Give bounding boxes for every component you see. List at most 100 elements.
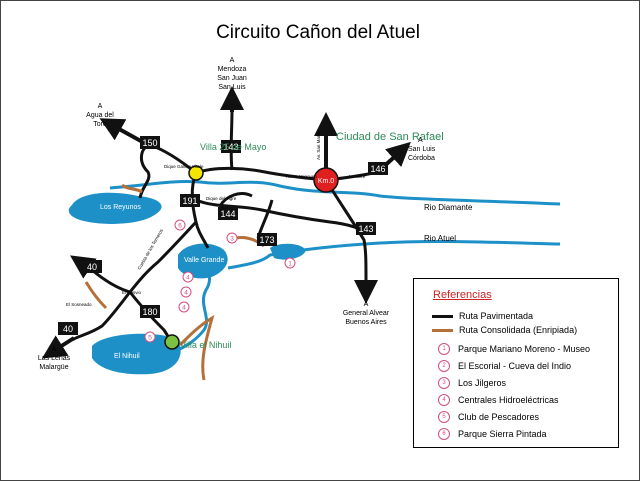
villa-25-de-mayo-marker	[188, 165, 204, 181]
villa-25-de-mayo-label: Villa 25 de Mayo	[200, 142, 266, 152]
svg-text:Agua del: Agua del	[86, 112, 114, 119]
rio-atuel-label: Rio Atuel	[424, 234, 456, 243]
route-180-shield: 180	[140, 305, 160, 318]
paved-roads	[71, 109, 379, 344]
label-cuesta: Cuesta de los Terneros	[137, 227, 165, 270]
road-cuesta	[128, 220, 198, 293]
road-173	[256, 199, 274, 239]
svg-text:191: 191	[182, 196, 197, 206]
legend-paved-label: Ruta Pavimentada	[459, 311, 534, 321]
rio-diamante-label: Rio Diamante	[424, 203, 473, 212]
poi-marker: 6	[174, 219, 186, 231]
km0-marker	[313, 167, 339, 193]
legend-title: Referencias	[433, 289, 492, 301]
el-nihuil-label: El Nihuil	[114, 353, 140, 360]
valle-grande-label: Valle Grande	[184, 257, 224, 264]
svg-text:146: 146	[370, 164, 385, 174]
destination-mendoza: A Mendoza San Juan San Luis	[217, 57, 247, 91]
river-diamante	[109, 180, 561, 206]
lake-reyunos	[68, 192, 162, 224]
label-san-martin: Av. San Martin	[316, 130, 321, 160]
poi-marker: 1	[284, 257, 296, 269]
san-rafael-label: Ciudad de San Rafael	[336, 131, 444, 143]
road-inner	[218, 192, 253, 207]
route-150-shield: 150	[140, 136, 160, 149]
svg-text:4: 4	[186, 275, 190, 282]
paved-road-swatch	[432, 314, 453, 318]
legend-gravel-label: Ruta Consolidada (Enripiada)	[459, 325, 578, 335]
los-reyunos-label: Los Reyunos	[100, 204, 141, 211]
svg-text:150: 150	[142, 138, 157, 148]
label-dique-galileo: Dique Galileo Vitale	[164, 164, 204, 169]
svg-text:Córdoba: Córdoba	[408, 155, 435, 162]
svg-text:3: 3	[230, 236, 234, 243]
svg-text:4: 4	[182, 305, 186, 312]
gravel-sosneado	[84, 281, 108, 310]
svg-text:A: A	[230, 57, 235, 64]
route-40-north-shield: 40	[82, 260, 102, 273]
svg-text:San Juan: San Juan	[217, 75, 247, 82]
gravel-roads	[84, 183, 265, 381]
villa-el-nihuil-label: Villa el Nihuil	[180, 340, 231, 350]
svg-text:40: 40	[87, 262, 97, 272]
destination-agua-del-toro: A Agua del Toro	[86, 103, 114, 128]
svg-text:Mendoza: Mendoza	[218, 66, 247, 73]
svg-text:San Luis: San Luis	[408, 146, 436, 153]
gravel-nihuil	[178, 314, 215, 381]
svg-text:Las Leñas: Las Leñas	[38, 355, 71, 362]
river-atuel	[227, 239, 561, 270]
svg-text:40: 40	[63, 324, 73, 334]
road-25mayo-km0	[195, 166, 327, 182]
route-173-shield: 173	[257, 233, 277, 246]
svg-text:A: A	[98, 103, 103, 110]
svg-text:143: 143	[358, 224, 373, 234]
reservoirs	[68, 192, 306, 375]
svg-text:180: 180	[142, 307, 157, 317]
route-146-shield: 146	[368, 162, 388, 175]
svg-text:143: 143	[223, 142, 238, 152]
route-shields: 150 143 146 191 144 173 143 40 180 40	[58, 136, 388, 335]
road-40-north	[91, 268, 131, 294]
label-el-desvio: El Desvio	[122, 290, 142, 295]
svg-text:1: 1	[288, 261, 292, 268]
route-143-north-shield: 143	[221, 140, 241, 153]
route-143-south-shield: 143	[356, 222, 376, 235]
svg-text:6: 6	[178, 223, 182, 230]
road-150	[138, 143, 197, 199]
gravel-reyunos	[121, 183, 143, 194]
label-mitre: Av. Mitre	[348, 174, 366, 179]
destination-general-alvear: A General Alvear Buenos Aires	[343, 301, 390, 326]
route-40-south-shield: 40	[58, 322, 78, 335]
route-144-shield: 144	[218, 207, 238, 220]
arrow-lenas	[41, 335, 76, 359]
svg-text:Toro: Toro	[93, 121, 107, 128]
label-yrigoyen: Av. H. Yrigoyen	[286, 174, 317, 179]
km0-label: Km.0	[318, 178, 334, 185]
lake-los-jilgueros	[270, 243, 306, 260]
lake-el-nihuil	[92, 333, 181, 375]
svg-text:A: A	[418, 137, 423, 144]
svg-text:A: A	[364, 301, 369, 308]
legend-gravel-row: Ruta Consolidada (Enripiada)	[432, 325, 577, 335]
poi-marker: 4	[182, 271, 194, 283]
svg-text:144: 144	[220, 209, 235, 219]
road-40-south	[71, 291, 132, 342]
legend-paved-row: Ruta Pavimentada	[432, 311, 533, 321]
svg-text:5: 5	[148, 335, 152, 342]
svg-text:A: A	[52, 346, 57, 353]
poi-marker: 4	[178, 301, 190, 313]
gravel-road-swatch	[432, 328, 453, 332]
road-143-south	[324, 179, 368, 283]
svg-text:Malargüe: Malargüe	[39, 364, 68, 371]
label-dique-tigre: Dique del Tigre	[206, 196, 237, 201]
svg-text:173: 173	[259, 235, 274, 245]
villa-el-nihuil-marker	[164, 334, 180, 350]
poi-marker: 5	[144, 331, 156, 343]
destination-san-luis: A San Luis Córdoba	[408, 137, 436, 162]
poi-markers: 1 3 4 4 4 5 6	[144, 219, 296, 343]
